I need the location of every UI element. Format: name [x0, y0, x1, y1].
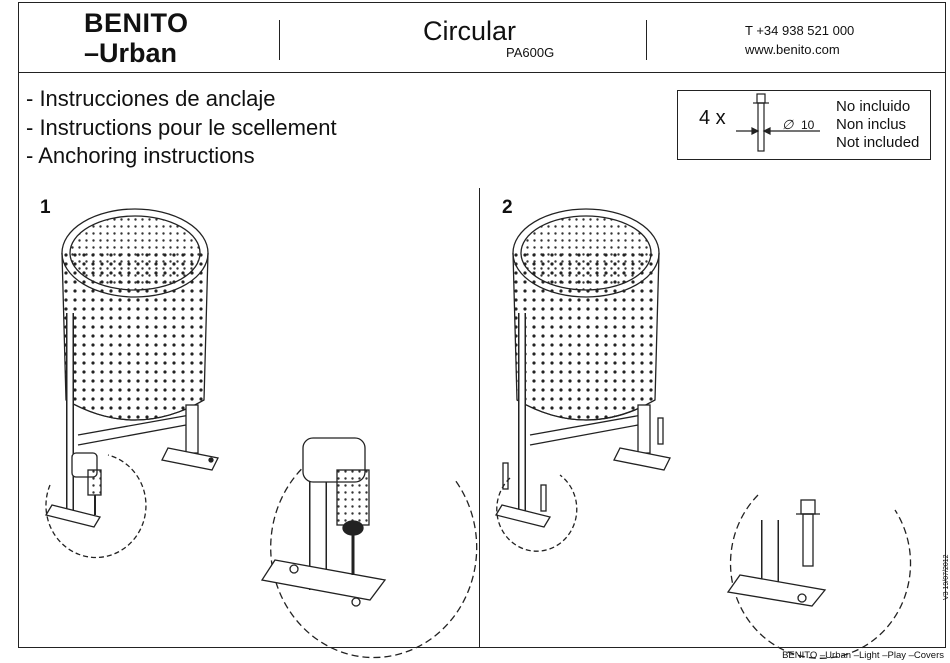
not-included-en: Not included [836, 134, 920, 151]
drawing-frame [18, 2, 946, 648]
detail-illustration-step-2 [726, 494, 912, 659]
website: www.benito.com [745, 42, 840, 57]
phone-number: T +34 938 521 000 [745, 23, 855, 38]
header-divider [18, 72, 946, 73]
brand-name: BENITO [84, 8, 189, 38]
diameter-value: 10 [801, 118, 815, 132]
header-separator [646, 20, 647, 60]
product-name: Circular [423, 16, 517, 46]
bolt-quantity: 4 x [699, 107, 726, 129]
product-code: PA600G [506, 45, 555, 60]
diameter-symbol: ∅ [782, 117, 794, 132]
header-separator [279, 20, 280, 60]
bin-illustration-step-2 [494, 208, 671, 552]
not-included-es: No incluido [836, 98, 911, 115]
bin-illustration-step-1 [44, 208, 219, 559]
bolt-icon [736, 93, 820, 152]
detail-illustration-step-1 [260, 437, 478, 659]
instruction-en: - Anchoring instructions [26, 143, 255, 168]
step-number: 2 [502, 197, 513, 218]
brand-subname: –Urban [84, 38, 178, 68]
instruction-fr: - Instructions pour le scellement [26, 115, 337, 140]
instruction-es: - Instrucciones de anclaje [26, 86, 276, 111]
parts-box [677, 90, 931, 160]
not-included-fr: Non inclus [836, 116, 907, 133]
step-number: 1 [40, 197, 51, 218]
footer-brands: BENITO –Urban –Light –Play –Covers [782, 650, 944, 661]
step-separator [479, 188, 480, 648]
